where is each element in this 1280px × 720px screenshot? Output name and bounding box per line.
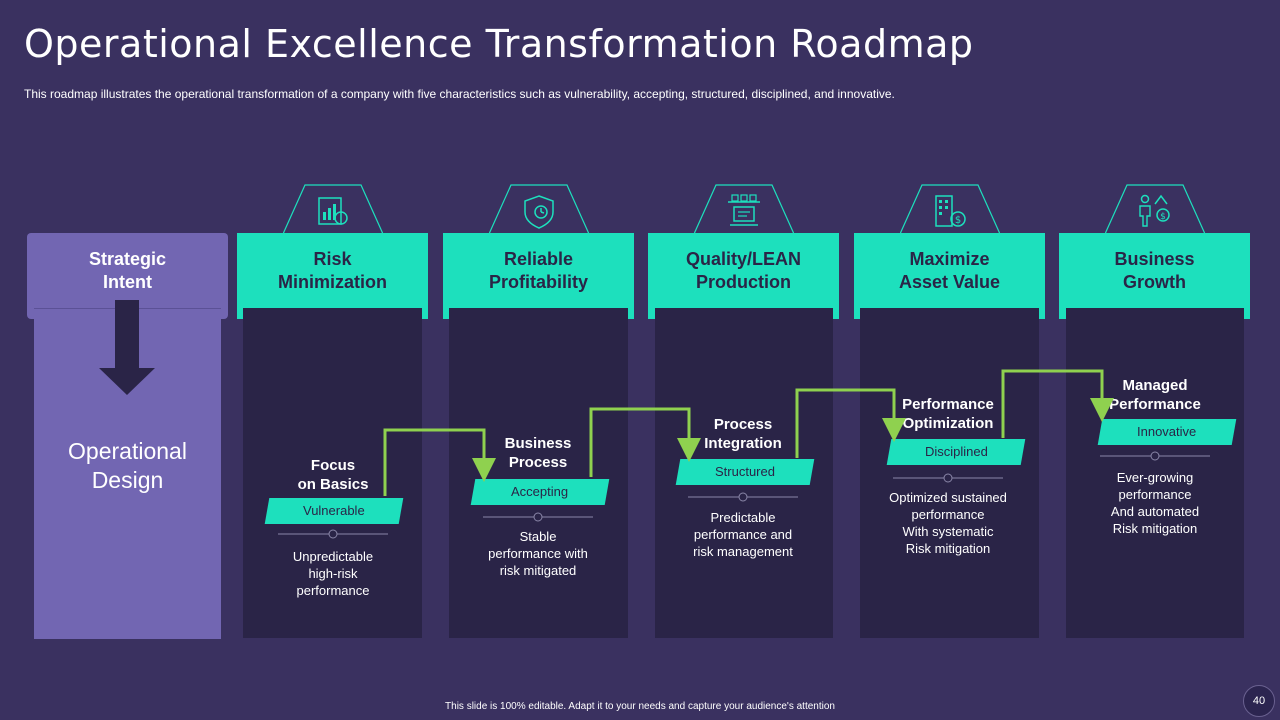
stage-description-3: Predictable performance and risk managem… [658, 509, 828, 560]
separator-2 [483, 512, 593, 522]
description-line: Unpredictable [292, 549, 374, 564]
stage-description-1: Unpredictable high-risk performance [248, 548, 418, 599]
description-line: Ever-growing [1116, 470, 1194, 485]
phase-title-line1: Focus [310, 457, 356, 474]
stage-title-line1: Maximize [909, 249, 990, 269]
phase-title-line2: on Basics [297, 476, 369, 493]
stage-title-3: Quality/LEAN Production [648, 248, 839, 294]
stage-title-line1: Quality/LEAN [685, 249, 801, 269]
phase-title-line2: Integration [704, 435, 782, 452]
description-line: Stable [519, 529, 557, 544]
stage-description-5: Ever-growing performance And automated R… [1070, 469, 1240, 537]
phase-title-1: Focus on Basics [253, 456, 413, 494]
stage-header-1 [237, 233, 428, 319]
stage-title-line2: Growth [1123, 272, 1186, 292]
strategic-intent-label: Strategic Intent [27, 248, 228, 294]
operational-design-line2: Design [91, 467, 164, 493]
separator-1 [278, 529, 388, 539]
stage-header-2 [443, 233, 634, 319]
stage-title-4: Maximize Asset Value [854, 248, 1045, 294]
down-arrow-icon [99, 300, 155, 395]
description-line: performance and [693, 527, 793, 542]
report-chart-icon [282, 184, 383, 234]
phase-title-line2: Optimization [902, 415, 994, 432]
stage-description-2: Stable performance with risk mitigated [453, 528, 623, 579]
production-line-icon [693, 184, 794, 234]
phase-title-line1: Managed [1122, 377, 1188, 394]
connector-3-4 [795, 388, 906, 458]
stage-title-1: Risk Minimization [237, 248, 428, 294]
phase-title-line1: Process [713, 416, 773, 433]
stage-title-line2: Asset Value [898, 272, 1001, 292]
building-dollar-icon: $ [899, 184, 1000, 234]
stage-title-line1: Risk [313, 249, 352, 269]
person-growth-icon: $ [1104, 184, 1205, 234]
operational-design-label: Operational Design [34, 437, 221, 495]
phase-title-line2: Performance [1109, 396, 1201, 413]
phase-title-4: Performance Optimization [868, 395, 1028, 433]
description-line: Risk mitigation [905, 541, 991, 556]
separator-3 [688, 492, 798, 502]
separator-5 [1100, 451, 1210, 461]
shield-clock-icon [488, 184, 589, 234]
phase-title-line1: Business [504, 435, 572, 452]
strategic-intent-line1: Strategic [88, 249, 167, 269]
stage-header-3 [648, 233, 839, 319]
stage-title-line1: Reliable [503, 249, 574, 269]
phase-title-2: Business Process [458, 434, 618, 472]
page-title: Operational Excellence Transformation Ro… [24, 22, 974, 66]
description-line: risk mitigated [499, 563, 577, 578]
svg-text:$: $ [954, 215, 960, 226]
footer-note: This slide is 100% editable. Adapt it to… [445, 701, 835, 712]
stage-column-4 [860, 308, 1039, 638]
description-line: performance [911, 507, 985, 522]
phase-title-line2: Process [508, 454, 568, 471]
page-number: 40 [1243, 685, 1275, 717]
svg-text:$: $ [1160, 212, 1166, 222]
description-line: performance with [488, 546, 588, 561]
stage-title-line2: Profitability [488, 272, 588, 292]
stage-title-5: Business Growth [1059, 248, 1250, 294]
phase-title-5: Managed Performance [1075, 376, 1235, 414]
stage-title-line1: Business [1114, 249, 1195, 269]
description-line: Predictable [710, 510, 776, 525]
description-line: performance [1118, 487, 1192, 502]
description-line: high-risk [308, 566, 358, 581]
operational-design-line1: Operational [68, 438, 187, 464]
separator-4 [893, 473, 1003, 483]
stage-title-line2: Production [696, 272, 791, 292]
description-line: With systematic [902, 524, 994, 539]
description-line: Risk mitigation [1112, 521, 1198, 536]
stage-header-5 [1059, 233, 1250, 319]
phase-title-line1: Performance [902, 396, 994, 413]
strategic-intent-line2: Intent [103, 272, 152, 292]
stage-column-1 [243, 308, 422, 638]
stage-title-line2: Minimization [278, 272, 387, 292]
description-line: performance [296, 583, 370, 598]
description-line: risk management [693, 544, 793, 559]
description-line: Optimized sustained [889, 490, 1007, 505]
phase-title-3: Process Integration [663, 415, 823, 453]
stage-header-4 [854, 233, 1045, 319]
connector-2-3 [589, 407, 701, 477]
stage-description-4: Optimized sustained performance With sys… [863, 489, 1033, 557]
connector-4-5 [1001, 369, 1114, 438]
page-subtitle: This roadmap illustrates the operational… [24, 87, 895, 101]
description-line: And automated [1110, 504, 1200, 519]
connector-1-2 [383, 428, 496, 496]
stage-title-2: Reliable Profitability [443, 248, 634, 294]
stage-column-5 [1066, 308, 1244, 638]
